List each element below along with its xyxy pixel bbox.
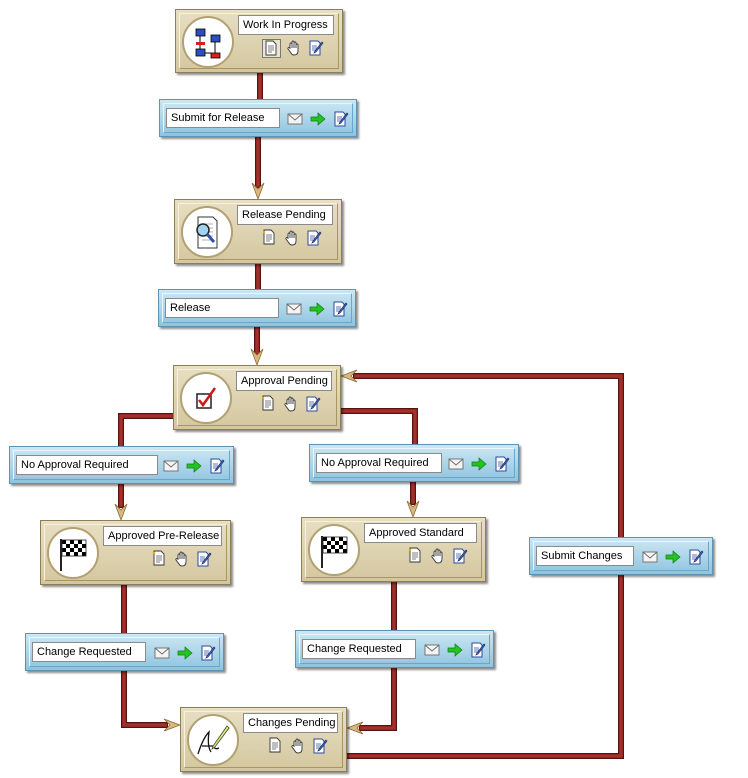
- arrowhead-approval-return: [339, 369, 358, 383]
- edit-document-icon[interactable]: [493, 455, 511, 473]
- envelope-icon[interactable]: [423, 641, 441, 659]
- hand-icon[interactable]: [429, 547, 447, 565]
- edit-document-icon[interactable]: [311, 737, 329, 755]
- edit-document-icon[interactable]: [687, 548, 705, 566]
- transition-change-requested-left[interactable]: Change Requested: [25, 633, 224, 671]
- wire-approval-to-left-noapproval-core: [119, 414, 175, 448]
- transition-change-requested-right[interactable]: Change Requested: [295, 630, 494, 668]
- edit-document-icon[interactable]: [307, 39, 325, 57]
- document-icon[interactable]: [260, 395, 278, 413]
- transition-actions: [286, 110, 350, 128]
- workflow-icon: [182, 16, 234, 68]
- edit-document-icon[interactable]: [195, 550, 213, 568]
- edit-document-icon[interactable]: [305, 229, 323, 247]
- hand-icon[interactable]: [282, 395, 300, 413]
- envelope-icon[interactable]: [162, 457, 180, 475]
- state-approval-pending[interactable]: Approval Pending: [173, 365, 341, 430]
- hand-icon[interactable]: [283, 229, 301, 247]
- arrowhead-changes-pending-right: [345, 721, 364, 735]
- transition-release[interactable]: Release: [158, 289, 356, 327]
- pen-signature-icon: [187, 714, 239, 766]
- edit-document-icon[interactable]: [332, 110, 350, 128]
- magnifier-document-icon: [181, 206, 233, 258]
- envelope-icon[interactable]: [286, 110, 304, 128]
- wire-change-left-to-changes-pending-core: [122, 669, 167, 727]
- state-release-pending[interactable]: Release Pending: [174, 199, 342, 264]
- state-label: Approved Pre-Release: [103, 526, 222, 546]
- document-icon[interactable]: [407, 547, 425, 565]
- wire-change-right-to-changes-pending: [359, 665, 397, 731]
- transition-label: Submit for Release: [166, 108, 280, 128]
- edit-document-icon[interactable]: [304, 395, 322, 413]
- green-arrow-icon[interactable]: [308, 300, 326, 318]
- state-changes-pending[interactable]: Changes Pending: [180, 707, 347, 772]
- green-arrow-icon[interactable]: [470, 455, 488, 473]
- transition-actions: [423, 641, 487, 659]
- green-arrow-icon[interactable]: [176, 644, 194, 662]
- connector-wires: [118, 70, 624, 759]
- transition-label: No Approval Required: [316, 453, 442, 473]
- checkbox-icon: [180, 372, 232, 424]
- transition-label: Release: [165, 298, 279, 318]
- document-icon[interactable]: [267, 737, 285, 755]
- transition-actions: [641, 548, 705, 566]
- envelope-icon[interactable]: [641, 548, 659, 566]
- green-arrow-icon[interactable]: [185, 457, 203, 475]
- transition-submit-for-release[interactable]: Submit for Release: [159, 99, 357, 137]
- wire-change-right-to-changes-pending-core: [360, 666, 396, 730]
- state-label: Changes Pending: [243, 713, 338, 733]
- checkered-flag-icon: [47, 527, 99, 579]
- transition-actions: [162, 457, 226, 475]
- state-approved-standard[interactable]: Approved Standard: [301, 517, 486, 582]
- green-arrow-icon[interactable]: [309, 110, 327, 128]
- edit-document-icon[interactable]: [451, 547, 469, 565]
- state-approved-pre-release[interactable]: Approved Pre-Release: [40, 520, 231, 585]
- transition-label: Submit Changes: [536, 546, 634, 566]
- wire-approval-to-right-noapproval: [338, 408, 418, 447]
- edit-document-icon[interactable]: [199, 644, 217, 662]
- document-icon[interactable]: [151, 550, 169, 568]
- transition-label: Change Requested: [32, 642, 146, 662]
- arrowhead-changes-pending-left: [163, 718, 182, 732]
- document-icon[interactable]: [262, 39, 281, 58]
- envelope-icon[interactable]: [447, 455, 465, 473]
- envelope-icon[interactable]: [153, 644, 171, 662]
- arrowhead-approval-pending: [250, 348, 264, 367]
- envelope-icon[interactable]: [285, 300, 303, 318]
- transition-actions: [153, 644, 217, 662]
- transition-no-approval-required-left[interactable]: No Approval Required: [9, 446, 234, 484]
- document-icon[interactable]: [261, 229, 279, 247]
- hand-icon[interactable]: [289, 737, 307, 755]
- transition-actions: [447, 455, 511, 473]
- edit-document-icon[interactable]: [469, 641, 487, 659]
- transition-label: Change Requested: [302, 639, 416, 659]
- edit-document-icon[interactable]: [331, 300, 349, 318]
- transition-submit-changes[interactable]: Submit Changes: [529, 537, 713, 575]
- transition-label: No Approval Required: [16, 455, 158, 475]
- state-label: Release Pending: [237, 205, 333, 225]
- edit-document-icon[interactable]: [208, 457, 226, 475]
- wire-submit-changes-to-approval-core: [354, 374, 623, 539]
- wire-changes-pending-to-submit-changes-core: [345, 573, 623, 758]
- wire-approval-to-right-noapproval-core: [339, 409, 417, 446]
- state-work-in-progress[interactable]: Work In Progress: [175, 9, 343, 73]
- wire-change-left-to-changes-pending: [121, 668, 168, 728]
- arrowheads: [114, 182, 420, 735]
- arrowhead-release-pending: [251, 182, 265, 201]
- wire-approval-to-left-noapproval: [118, 413, 176, 449]
- green-arrow-icon[interactable]: [446, 641, 464, 659]
- arrowhead-pre-release: [114, 503, 128, 522]
- arrowhead-standard: [406, 500, 420, 519]
- state-label: Work In Progress: [238, 15, 334, 35]
- transition-actions: [285, 300, 349, 318]
- state-label: Approved Standard: [364, 523, 477, 543]
- transition-no-approval-required-right[interactable]: No Approval Required: [309, 444, 519, 482]
- hand-icon[interactable]: [173, 550, 191, 568]
- checkered-flag-icon: [308, 524, 360, 576]
- green-arrow-icon[interactable]: [664, 548, 682, 566]
- state-label: Approval Pending: [236, 371, 332, 391]
- hand-icon[interactable]: [285, 39, 303, 57]
